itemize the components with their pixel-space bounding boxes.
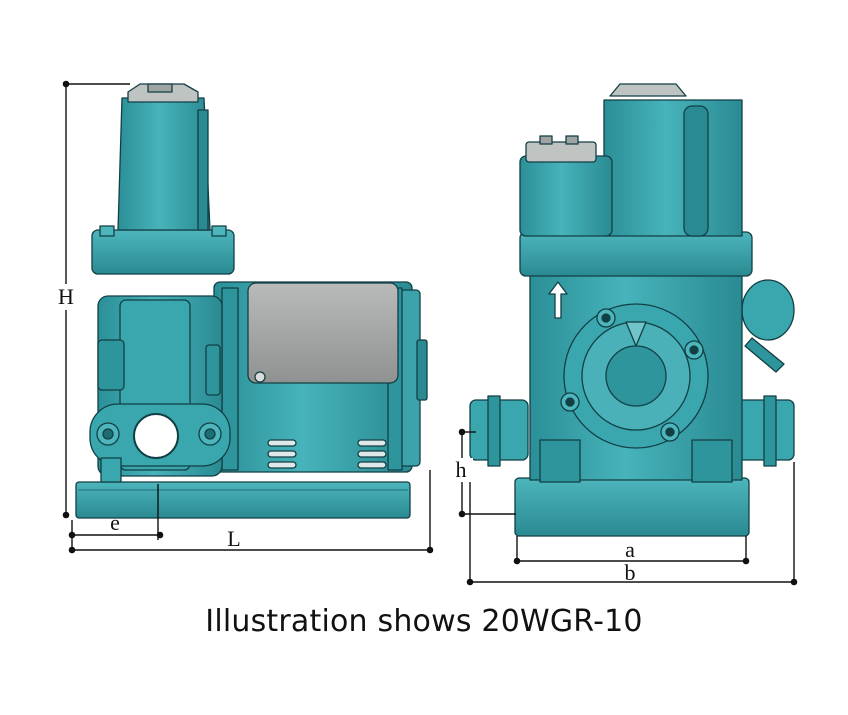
pressure-switch (519, 155, 613, 237)
dim-e-label: e (110, 510, 120, 535)
side-knob (741, 279, 795, 341)
front-base (514, 477, 750, 537)
pump-side-view (75, 83, 428, 519)
front-top-cap (609, 83, 687, 97)
figure-caption: Illustration shows 20WGR-10 (205, 604, 643, 639)
front-tank (603, 99, 743, 237)
flow-arrow-icon (548, 281, 568, 319)
dim-h-label: h (456, 457, 467, 482)
motor-cover (247, 282, 399, 384)
dim-L-label: L (227, 526, 240, 551)
dim-H-label: H (58, 284, 74, 309)
base-plate (75, 481, 411, 519)
motor-vents (267, 439, 387, 469)
dim-a-label: a (625, 537, 635, 562)
top-cap (127, 83, 199, 103)
inlet-port (133, 413, 179, 459)
pressure-tank (117, 97, 211, 231)
volute-bolts (560, 308, 704, 442)
dim-b-label: b (625, 560, 636, 585)
pump-front-view (469, 83, 795, 537)
